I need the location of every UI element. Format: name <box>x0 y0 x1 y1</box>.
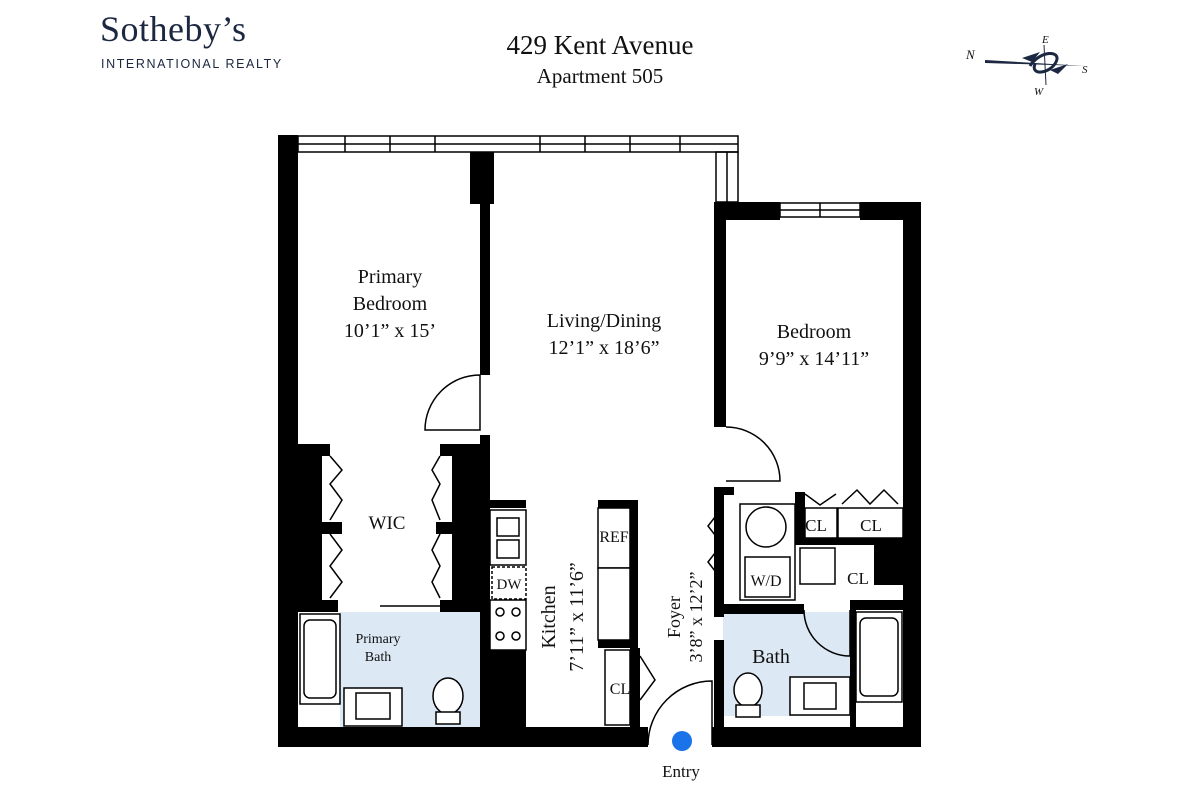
address-title: 429 Kent Avenue <box>506 30 694 60</box>
living-dining-dims: 12’1” x 18’6” <box>548 337 659 359</box>
door-swings <box>329 374 899 746</box>
closet-1 <box>804 507 838 539</box>
primary-bath-label-2: Bath <box>365 650 391 665</box>
bath-label: Bath <box>752 646 790 668</box>
wic-label: WIC <box>369 513 406 534</box>
entry-marker <box>672 731 692 751</box>
kitchen-label: Kitchen <box>538 585 560 648</box>
brand-logo-name: Sotheby’s <box>100 9 247 49</box>
compass-e: E <box>1041 34 1049 46</box>
primary-bedroom-label-2: Bedroom <box>353 293 428 315</box>
brand-logo-subtitle: INTERNATIONAL REALTY <box>101 57 283 71</box>
primary-bedroom-label: Primary <box>358 266 422 288</box>
kitchen-dims: 7’11” x 11’6” <box>566 562 588 672</box>
compass-w: W <box>1034 86 1044 98</box>
foyer-label: Foyer <box>664 596 684 638</box>
dishwasher <box>491 566 527 600</box>
fixtures <box>299 503 904 727</box>
bedroom-dims: 9’9” x 14’11” <box>759 348 869 370</box>
compass-s: S <box>1082 64 1088 76</box>
wd-label: W/D <box>750 573 781 590</box>
closet-2-label: CL <box>860 516 882 535</box>
foyer-closet-label: CL <box>610 681 630 698</box>
closet-2 <box>837 507 904 539</box>
primary-bath-label: Primary <box>355 632 400 647</box>
ref-label: REF <box>599 529 628 546</box>
walls <box>278 135 921 747</box>
bath-toilet <box>733 672 763 708</box>
foyer-closet <box>604 649 631 726</box>
stove <box>489 599 527 651</box>
dw-label: DW <box>497 577 523 593</box>
living-dining-label: Living/Dining <box>547 310 661 332</box>
refrigerator <box>597 507 631 569</box>
closet-1-label: CL <box>805 516 827 535</box>
compass-n: N <box>965 47 976 62</box>
closet-square <box>799 547 836 585</box>
entry-label: Entry <box>662 762 700 781</box>
closet-3-label: CL <box>847 569 869 588</box>
bedroom-label: Bedroom <box>777 321 852 343</box>
primary-bedroom-dims: 10’1” x 15’ <box>344 320 436 342</box>
apartment-subtitle: Apartment 505 <box>536 64 664 88</box>
primary-toilet <box>432 677 464 715</box>
foyer-dims: 3’8” x 12’2” <box>686 572 706 663</box>
compass-rose-icon: N E S W <box>965 34 1088 98</box>
